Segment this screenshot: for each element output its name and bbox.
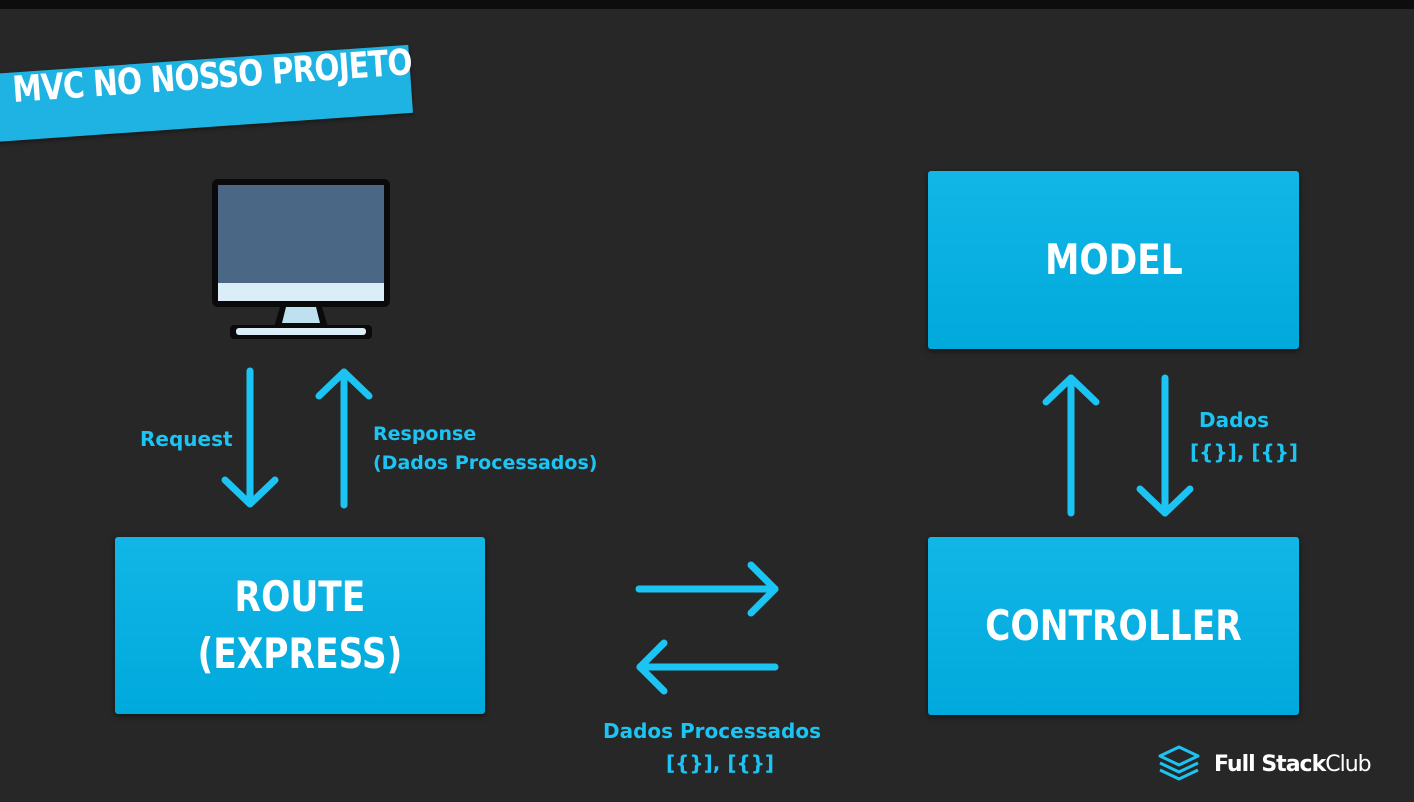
computer-monitor-icon xyxy=(212,179,390,339)
request-arrow xyxy=(221,367,279,508)
controller-to-model-arrow xyxy=(1042,374,1100,517)
brand-name-bold: Full Stack xyxy=(1214,751,1326,777)
model-node-label: MODEL xyxy=(1044,234,1183,284)
controller-node: CONTROLLER xyxy=(928,537,1299,715)
response-arrow xyxy=(315,368,373,509)
request-label: Request xyxy=(140,427,233,451)
fullstackclub-logo-icon xyxy=(1158,745,1200,781)
brand-name-regular: Club xyxy=(1325,751,1371,777)
controller-to-route-arrow xyxy=(636,639,779,695)
response-sublabel: (Dados Processados) xyxy=(373,452,598,474)
route-node: ROUTE (EXPRESS) xyxy=(115,537,485,714)
route-to-controller-arrow xyxy=(635,561,779,617)
brand-logo: Full StackClub xyxy=(1156,744,1372,784)
dados-processados-label: Dados Processados xyxy=(603,719,821,743)
model-to-controller-arrow xyxy=(1136,374,1194,517)
model-node: MODEL xyxy=(928,171,1299,349)
dados-processados-value-label: [{}], [{}] xyxy=(666,751,775,775)
response-label: Response xyxy=(373,423,477,445)
route-node-label: ROUTE (EXPRESS) xyxy=(197,571,403,678)
dados-value-label: [{}], [{}] xyxy=(1190,440,1299,464)
brand-name: Full StackClub xyxy=(1214,751,1372,777)
top-strip xyxy=(0,0,1414,9)
controller-node-label: CONTROLLER xyxy=(985,600,1242,650)
dados-label: Dados xyxy=(1199,408,1270,432)
